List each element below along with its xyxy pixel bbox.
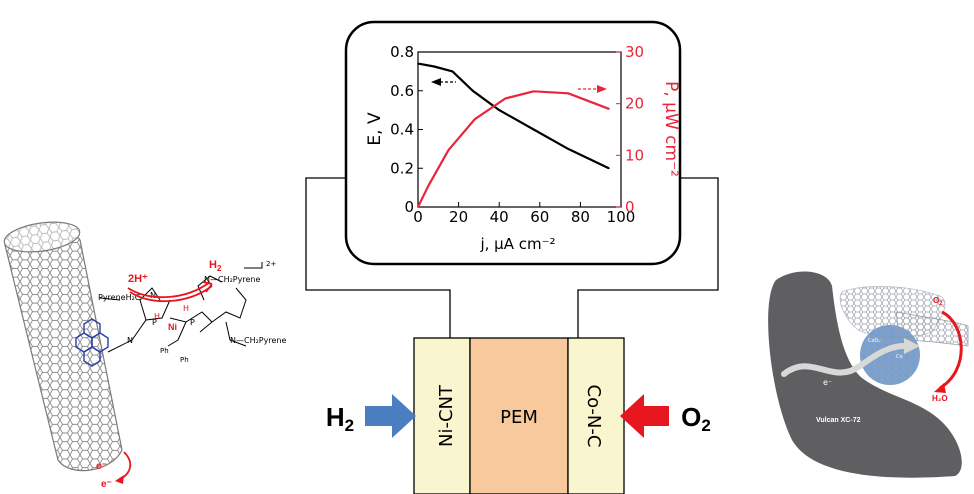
data-point-0-4 <box>498 109 501 112</box>
data-point-0-5 <box>532 128 535 131</box>
y-right-tick-label-3: 30 <box>625 43 644 61</box>
y-right-tick-label-2: 20 <box>625 95 644 113</box>
h2-inlet-arrow <box>365 394 416 438</box>
electron-flow-arrow <box>117 451 132 481</box>
data-point-0-0 <box>417 62 419 65</box>
x-tick-label-0: 0 <box>413 208 423 226</box>
p-atom-label-2: P <box>190 318 195 327</box>
ligand-top-right-label: N—CH₂Pyrene <box>204 275 260 284</box>
membrane-label: PEM <box>500 407 538 428</box>
circuit-wires <box>305 177 719 338</box>
y-axis-left-label: E, V <box>365 112 385 146</box>
y-left-tick-label-0: 0 <box>404 198 414 216</box>
data-point-1-0 <box>417 206 419 208</box>
data-point-0-6 <box>567 147 570 150</box>
n-atom-label-1: N <box>150 291 156 300</box>
y-right-tick-label-0: 0 <box>625 198 635 216</box>
p-atom-label-1: P <box>152 318 157 327</box>
data-point-1-2 <box>447 149 450 152</box>
proton-label: H <box>183 304 189 313</box>
electron-label-2: e⁻ <box>101 479 112 490</box>
series-line-power <box>417 90 610 208</box>
cathode-label: Co-N-C <box>583 385 604 448</box>
co-label: Co <box>896 354 903 360</box>
cox-label: CoOₓ <box>868 338 881 344</box>
o2-feed-label: O2 <box>681 402 711 435</box>
anode-label: Ni-CNT <box>436 384 457 447</box>
y-left-tick-label-3: 0.6 <box>390 82 414 100</box>
data-point-0-1 <box>433 65 436 68</box>
data-point-1-3 <box>473 118 476 121</box>
orr-arrow <box>939 310 963 390</box>
y-left-tick-label-2: 0.4 <box>390 121 414 139</box>
data-point-0-3 <box>471 89 474 92</box>
electron-arrowhead <box>115 475 124 484</box>
pyrene-anchor <box>75 318 109 367</box>
electron-label: e⁻ <box>823 378 832 387</box>
y-axis-right-label: P, μW cm⁻² <box>661 81 681 177</box>
h2-feed-label: H2 <box>326 402 354 435</box>
y-right-tick-label-1: 10 <box>625 146 644 164</box>
water-product-label: H₂O <box>932 394 948 403</box>
electron-label-1: e⁻ <box>96 461 107 472</box>
vulcan-label: Vulcan XC-72 <box>816 417 861 424</box>
phenyl-label-2: Ph <box>180 356 189 364</box>
h2-evolution-arrow <box>127 281 213 303</box>
data-point-1-6 <box>567 92 570 95</box>
nanotube-catalyst-illustration: PyreneH₂C N—CH₂Pyrene N—CH₂Pyrene 2+ Ni … <box>3 221 286 490</box>
graphitic-layer <box>895 311 969 347</box>
series-line-voltage <box>417 62 610 170</box>
electron-path-arrowhead <box>904 338 920 354</box>
anode-layer <box>413 337 471 494</box>
ni-complex-structure <box>99 262 263 353</box>
n-atom-label-2: N <box>127 336 133 345</box>
ligand-top-label: PyreneH₂C <box>98 293 141 302</box>
co-n-c-catalyst-illustration: e⁻ CoOₓ Co Vulcan XC-72 O2 H₂O <box>768 271 969 478</box>
data-point-1-7 <box>607 107 610 110</box>
protons-label: 2H⁺ <box>128 273 148 285</box>
y-left-tick-label-4: 0.8 <box>390 43 414 61</box>
x-tick-label-1: 20 <box>449 208 468 226</box>
fuel-cell: Ni-CNT PEM Co-N-C H2 O2 <box>326 337 711 494</box>
membrane-layer <box>469 337 569 494</box>
hydrogen-product-label: H2 <box>209 259 222 273</box>
chart-series <box>417 62 610 208</box>
vulcan-support <box>768 271 962 478</box>
phenyl-label-1: Ph <box>160 347 169 355</box>
x-tick-label-5: 100 <box>607 208 636 226</box>
electron-path <box>781 343 907 377</box>
cathode-layer <box>567 337 625 494</box>
o2-reactant-label: O2 <box>933 296 943 307</box>
orr-arrowhead <box>934 383 946 393</box>
o2-inlet-arrow <box>620 394 669 438</box>
x-tick-label-2: 40 <box>490 208 509 226</box>
data-point-1-4 <box>504 97 507 100</box>
left-axis-indicator-arrow <box>431 78 456 86</box>
x-tick-label-3: 60 <box>530 208 549 226</box>
y-left-tick-label-1: 0.2 <box>390 159 414 177</box>
data-point-1-5 <box>532 90 535 93</box>
ligand-bottom-right-label: N—CH₂Pyrene <box>230 336 286 345</box>
hydride-label: H <box>154 312 160 321</box>
carbon-nanotube <box>3 221 123 472</box>
complex-charge-label: 2+ <box>266 260 276 268</box>
ni-center-label: Ni <box>168 322 177 332</box>
x-axis-label: j, μA cm⁻² <box>479 235 555 253</box>
right-axis-indicator-arrow <box>578 85 607 93</box>
data-point-1-1 <box>427 185 430 188</box>
data-point-0-2 <box>451 70 454 73</box>
data-point-0-7 <box>607 167 610 170</box>
x-tick-label-4: 80 <box>571 208 590 226</box>
